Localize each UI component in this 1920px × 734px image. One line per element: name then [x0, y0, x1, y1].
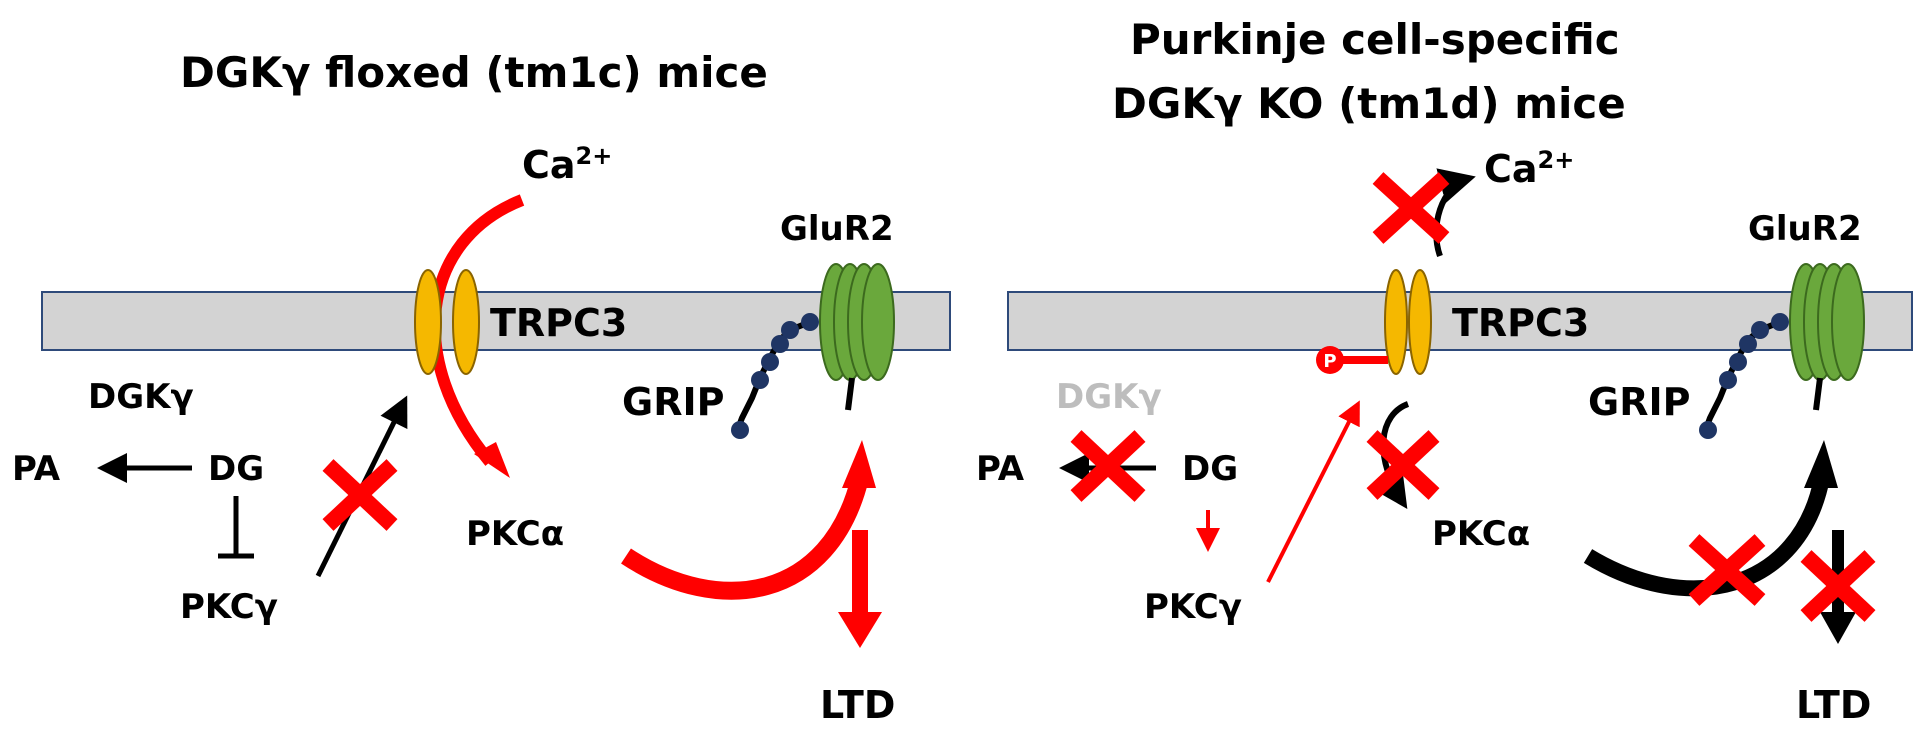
right-trpc3-channel: [1384, 269, 1432, 375]
right-glur2-receptor: [1789, 263, 1865, 411]
right-trpc3-label: TRPC3: [1452, 301, 1589, 345]
right-pkcg-to-trpc3-arrow: [1266, 400, 1360, 583]
left-ca-influx-arrowhead: [474, 442, 510, 478]
left-panel: DGKγ floxed (tm1c) mice Ca2+ TRPC3 GluR2: [12, 48, 951, 727]
left-trpc3-label: TRPC3: [490, 301, 627, 345]
left-glur2-receptor: [819, 263, 895, 411]
right-grip-protein: [1699, 313, 1789, 439]
left-dg-label: DG: [208, 449, 264, 489]
right-panel: Purkinje cell-specific DGKγ KO (tm1d) mi…: [976, 15, 1913, 727]
right-phospho-marker: P: [1316, 346, 1388, 374]
left-dgk-label: DGKγ: [88, 377, 194, 417]
left-block-x-pkcg: [322, 459, 398, 531]
right-dg-label: DG: [1182, 449, 1238, 489]
svg-text:P: P: [1323, 351, 1336, 372]
right-block-x-pkca: [1366, 430, 1440, 500]
right-pkca-label: PKCα: [1432, 514, 1530, 554]
right-pkca-to-glur2-arrowhead: [1804, 440, 1838, 488]
right-pa-label: PA: [976, 449, 1025, 489]
left-ca-label: Ca2+: [522, 142, 612, 187]
right-block-x-dgk: [1070, 430, 1146, 502]
left-pkca-to-glur2-arrowhead: [842, 440, 876, 488]
left-membrane: [41, 291, 951, 351]
right-block-x-ltd: [1800, 550, 1876, 622]
left-panel-title: DGKγ floxed (tm1c) mice: [180, 48, 768, 97]
left-pkca-to-glur2-arrow: [621, 475, 869, 600]
right-ltd-label: LTD: [1796, 683, 1871, 727]
left-pkca-label: PKCα: [466, 514, 564, 554]
right-ca-label: Ca2+: [1484, 146, 1574, 191]
right-grip-label: GRIP: [1588, 380, 1690, 424]
left-pkcg-label: PKCγ: [180, 587, 278, 627]
right-dgk-label-faded: DGKγ: [1056, 377, 1162, 417]
left-dg-inhibits-pkcg: [218, 496, 254, 559]
right-pkca-to-glur2-arrow: [1583, 476, 1830, 597]
left-grip-protein: [731, 313, 819, 439]
right-glur2-label: GluR2: [1748, 209, 1862, 249]
left-ltd-label: LTD: [820, 683, 895, 727]
right-ca-influx-arrow: [1433, 168, 1476, 258]
left-glur2-label: GluR2: [780, 209, 894, 249]
right-block-x-glur2: [1688, 534, 1766, 606]
left-grip-label: GRIP: [622, 380, 724, 424]
right-panel-title-line1: Purkinje cell-specific: [1130, 15, 1620, 64]
right-block-x-ca: [1372, 172, 1450, 244]
left-ltd-arrowhead: [838, 612, 882, 648]
left-pa-label: PA: [12, 449, 61, 489]
left-trpc3-channel: [414, 269, 480, 375]
right-panel-title-line2: DGKγ KO (tm1d) mice: [1112, 79, 1626, 128]
right-membrane: [1007, 291, 1913, 351]
right-pkcg-label: PKCγ: [1144, 587, 1242, 627]
right-ltd-arrowhead: [1820, 612, 1856, 644]
